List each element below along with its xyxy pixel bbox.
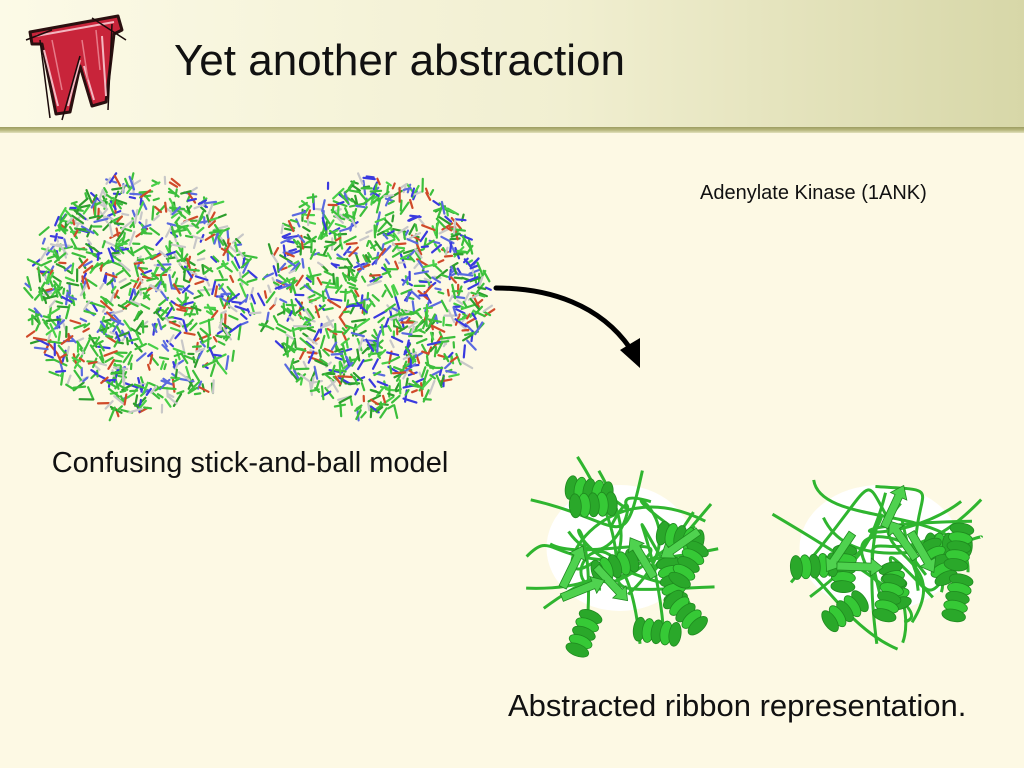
- stick-model-caption: Confusing stick-and-ball model: [51, 447, 449, 479]
- header-divider: [0, 127, 1024, 133]
- ribbon-protein-image: [525, 455, 983, 658]
- curved-arrow-icon: [493, 285, 640, 368]
- protein-name-label: Adenylate Kinase (1ANK): [700, 182, 927, 204]
- slide-title: Yet another abstraction: [174, 36, 625, 85]
- university-w-logo: [25, 14, 127, 121]
- ribbon-model-caption: Abstracted ribbon representation.: [508, 688, 967, 723]
- slide-header: [0, 0, 1024, 128]
- stick-and-ball-protein-image: [23, 172, 496, 422]
